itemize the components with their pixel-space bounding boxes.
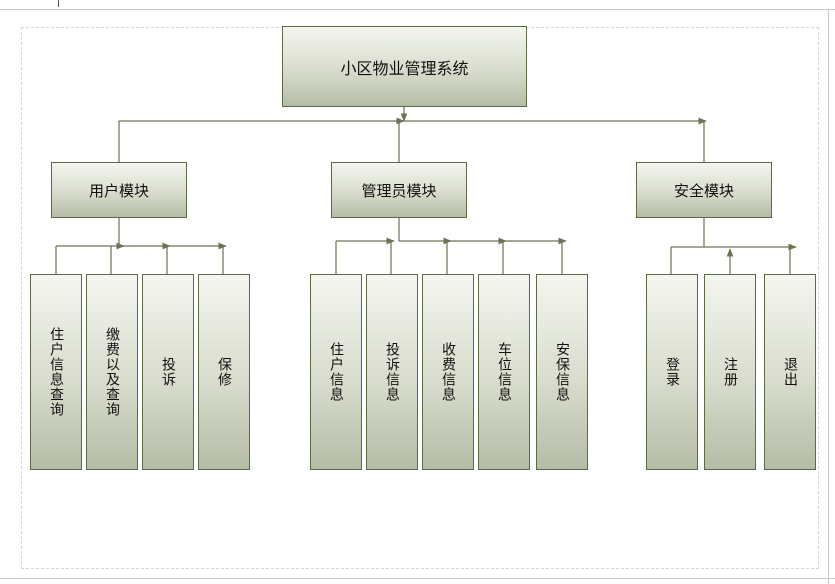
page-bottom-edge [0,578,835,579]
leaf-label: 住户信息 [328,342,344,402]
leaf-security-1: 登录 [646,274,698,470]
module-security-label: 安全模块 [673,181,734,200]
leaf-label: 保修 [216,357,232,387]
module-admin: 管理员模块 [331,162,467,218]
leaf-label: 退出 [782,357,798,387]
leaf-security-3: 退出 [764,274,816,470]
leaf-user-1: 住户信息查询 [30,274,82,470]
leaf-user-3: 投诉 [142,274,194,470]
leaf-label: 登录 [664,357,680,387]
leaf-user-4: 保修 [198,274,250,470]
module-admin-label: 管理员模块 [361,181,437,200]
leaf-admin-4: 车位信息 [478,274,530,470]
leaf-label: 车位信息 [496,342,512,402]
leaf-label: 投诉 [160,357,176,387]
leaf-label: 收费信息 [440,342,456,402]
root-node: 小区物业管理系统 [282,26,527,107]
module-security: 安全模块 [636,162,772,218]
module-user: 用户模块 [51,162,187,218]
page-top-edge [0,9,835,10]
leaf-label: 住户信息查询 [48,327,64,417]
leaf-admin-1: 住户信息 [310,274,362,470]
leaf-admin-5: 安保信息 [536,274,588,470]
leaf-label: 注册 [722,357,738,387]
root-label: 小区物业管理系统 [340,58,469,78]
text-cursor [58,0,59,7]
leaf-security-2: 注册 [704,274,756,470]
module-user-label: 用户模块 [88,181,149,200]
leaf-label: 缴费以及查询 [104,327,120,417]
page-right-edge [828,9,829,584]
leaf-admin-3: 收费信息 [422,274,474,470]
leaf-label: 投诉信息 [384,342,400,402]
leaf-admin-2: 投诉信息 [366,274,418,470]
leaf-user-2: 缴费以及查询 [86,274,138,470]
leaf-label: 安保信息 [554,342,570,402]
